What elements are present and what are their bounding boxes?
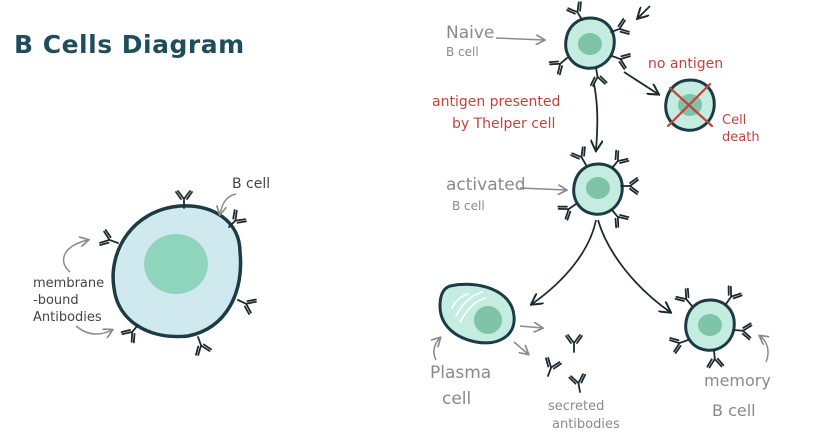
secretion-arrow-1: [519, 326, 542, 328]
to-memory-arrow: [597, 219, 670, 312]
membrane-label-line-1: membrane: [33, 276, 104, 291]
activated-label: activated B cell: [446, 175, 526, 213]
membrane-label-line-3: Antibodies: [33, 310, 102, 325]
to-activated-arrow: [594, 83, 597, 150]
naive-label-line-1: Naive: [446, 23, 494, 43]
cell-death-line-1: Cell: [722, 113, 746, 128]
activated-label-line-1: activated: [446, 175, 526, 195]
large-b-cell-label: B cell: [232, 176, 270, 192]
no-antigen-label: no antigen: [648, 56, 723, 72]
plasma-label-line-2: cell: [442, 389, 471, 409]
antigen-label-line-2: by Thelper cell: [452, 116, 555, 132]
plasma-cell: [438, 282, 516, 345]
dead-cell: [664, 78, 716, 132]
antigen-presented-label: antigen presented by Thelper cell: [432, 94, 560, 132]
naive-label-line-2: B cell: [446, 45, 479, 59]
large-cell-nucleus: [144, 234, 208, 294]
secretion-arrow-2: [513, 341, 528, 354]
secreted-label: secreted antibodies: [548, 399, 620, 432]
large-b-cell: [98, 190, 258, 357]
cell-death-cross-mark: [666, 82, 714, 128]
memory-pointer-arrow: [760, 336, 768, 363]
memory-label-line-2: B cell: [712, 401, 756, 420]
antigen-label-line-1: antigen presented: [432, 94, 560, 110]
page-title: B Cells Diagram: [14, 30, 245, 59]
membrane-pointer-arrow-bottom: [75, 325, 112, 334]
plasma-label: Plasma cell: [430, 363, 491, 409]
b-cell-pointer-arrow: [220, 193, 237, 214]
cell-death-line-2: death: [722, 130, 760, 145]
plasma-pointer-arrow: [434, 338, 440, 361]
secreted-label-line-1: secreted: [548, 399, 604, 414]
memory-label-line-1: memory: [704, 371, 771, 390]
membrane-label: membrane -bound Antibodies: [33, 276, 104, 325]
naive-b-cell: [547, 0, 632, 88]
secreted-label-line-2: antibodies: [552, 417, 620, 432]
memory-b-cell: [668, 284, 753, 369]
activated-label-line-2: B cell: [452, 199, 485, 213]
membrane-pointer-arrow-top: [62, 240, 88, 273]
naive-pointer-arrow: [495, 38, 544, 40]
plasma-label-line-1: Plasma: [430, 363, 491, 383]
activated-b-cell: [556, 145, 639, 230]
incoming-arrow: [638, 5, 651, 18]
cell-death-label: Cell death: [722, 113, 760, 145]
naive-label: Naive B cell: [446, 23, 494, 59]
activated-pointer-arrow: [519, 188, 566, 190]
membrane-label-line-2: -bound: [33, 293, 79, 308]
memory-label: memory B cell: [704, 371, 771, 420]
to-cell-death-arrow: [623, 71, 658, 94]
free-antibodies: [539, 334, 589, 395]
to-plasma-arrow: [532, 219, 597, 304]
